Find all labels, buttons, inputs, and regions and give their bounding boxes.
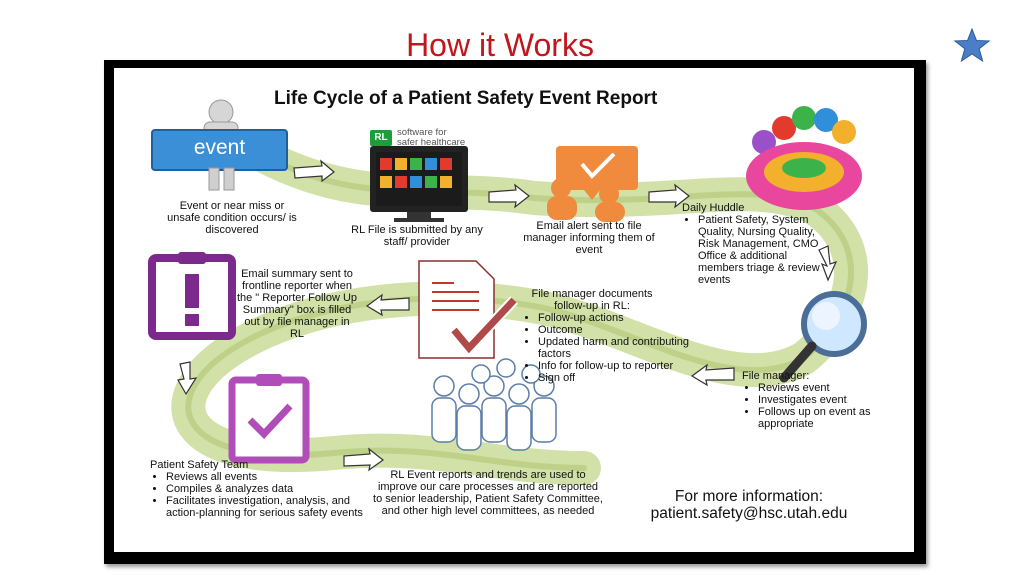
file-manager-title: File manager: <box>742 370 810 382</box>
team-title: Patient Safety Team <box>150 459 249 471</box>
clipboard-check-icon <box>228 374 310 464</box>
documents-item: Sign off <box>538 372 692 384</box>
step-event-occurs: Event or near miss or unsafe condition o… <box>167 200 297 236</box>
contact-line1: For more information: <box>674 488 824 505</box>
step-daily-huddle: Daily Huddle Patient Safety, System Qual… <box>682 202 822 286</box>
step-documents: File manager documents follow-up in RL: … <box>522 288 692 384</box>
team-item: Compiles & analyzes data <box>166 483 370 495</box>
rl-tagline-line1: software for <box>397 127 447 138</box>
documents-item: Outcome <box>538 324 692 336</box>
documents-item: Updated harm and contributing factors <box>538 336 692 360</box>
file-manager-item: Reviews event <box>758 382 902 394</box>
diagram-title: Life Cycle of a Patient Safety Event Rep… <box>274 88 658 109</box>
daily-huddle-item: Patient Safety, System Quality, Nursing … <box>698 214 822 286</box>
contact-email[interactable]: patient.safety@hsc.utah.edu <box>650 505 848 522</box>
step-patient-safety-team: Patient Safety Team Reviews all events C… <box>150 459 370 519</box>
rl-logo-badge: RL <box>374 132 388 143</box>
rl-tagline-line2: safer healthcare <box>397 137 466 148</box>
rl-logo-tagline: software for safer healthcare <box>397 128 507 148</box>
daily-huddle-title: Daily Huddle <box>682 202 745 214</box>
huddle-people-icon <box>746 106 862 210</box>
lifecycle-path <box>148 99 868 485</box>
step-rl-file: RL File is submitted by any staff/ provi… <box>351 224 483 248</box>
step-email-summary: Email summary sent to frontline reporter… <box>236 268 358 340</box>
diagram-frame: Life Cycle of a Patient Safety Event Rep… <box>104 60 926 564</box>
email-alert-icon <box>547 146 638 222</box>
event-person-icon <box>151 99 288 191</box>
file-manager-item: Follows up on event as appropriate <box>758 406 902 430</box>
step-reports: RL Event reports and trends are used to … <box>373 469 603 517</box>
document-check-icon <box>418 260 519 359</box>
flow-arrows <box>177 159 838 472</box>
contact-info: For more information: patient.safety@hsc… <box>614 488 884 522</box>
slide-title: How it Works <box>406 27 594 63</box>
team-item: Reviews all events <box>166 471 370 483</box>
step-file-manager: File manager: Reviews event Investigates… <box>742 370 902 430</box>
file-manager-item: Investigates event <box>758 394 902 406</box>
magnifier-icon <box>779 291 867 383</box>
documents-title: File manager documents follow-up in RL: <box>531 288 653 312</box>
event-icon-label: event <box>193 136 246 159</box>
step-email-alert: Email alert sent to file manager informi… <box>523 220 655 256</box>
committee-people-icon <box>431 358 557 451</box>
documents-item: Follow-up actions <box>538 312 692 324</box>
documents-item: Info for follow-up to reporter <box>538 360 692 372</box>
clipboard-alert-icon <box>148 252 236 340</box>
rl-monitor-icon <box>370 130 468 222</box>
star-icon <box>954 28 990 62</box>
diagram-canvas: Life Cycle of a Patient Safety Event Rep… <box>114 68 914 552</box>
team-item: Facilitates investigation, analysis, and… <box>166 495 370 519</box>
